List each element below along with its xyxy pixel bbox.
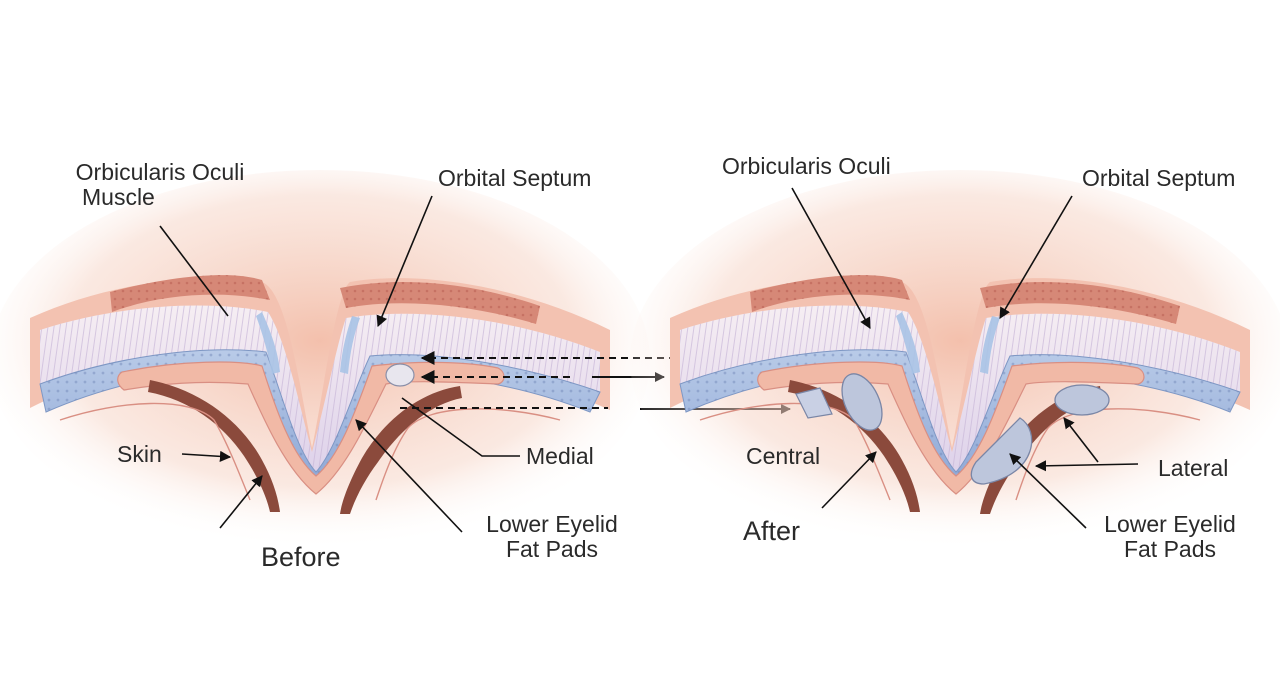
pointer-lateral-pad-after [1063,417,1099,463]
label-lateral-after: Lateral [1158,455,1229,481]
before-septum-strand-left [256,312,280,374]
pointer-lines [159,187,1139,533]
label-fatpads-before-line1: Lower Eyelid [486,511,618,537]
pointer-fatpads-after [1009,453,1087,529]
before-glow [0,170,650,550]
before-dermis-dots-right [340,282,540,324]
after-dermis-dots-right [980,282,1180,324]
before-dermis-dots [110,275,270,312]
before-panel [0,170,650,550]
before-medial-fat-pad [385,363,415,387]
after-septum-strand-left [896,312,920,374]
label-medial-before: Medial [526,443,594,469]
pointer-lateral-after [1034,460,1139,472]
pointer-orbicularis-after [791,187,871,329]
label-orbicularis-before: Orbicularis Oculi Muscle [60,160,260,210]
after-panel [630,170,1280,550]
after-fat-pad-lateral [1054,384,1110,416]
label-fatpads-before: Lower Eyelid Fat Pads [470,512,634,562]
pointer-skin-before [181,450,232,462]
label-orbicularis-before-line2: Muscle [82,184,155,210]
caption-before: Before [261,542,341,572]
after-fat-pad-central [841,373,883,431]
after-lower-contour-right [1015,408,1201,501]
pointer-fatpads-before [355,419,463,533]
pointer-central-after [821,451,877,509]
label-fatpads-after: Lower Eyelid Fat Pads [1088,512,1252,562]
after-inner-tissue [757,361,1145,495]
pointer-septum-after [999,195,1073,319]
label-central-after: Central [746,443,821,469]
after-muscle-fibers [680,305,1240,472]
before-tendon-left [148,380,280,512]
after-septum-strand-right [980,316,1000,374]
before-muscle-fibers [40,305,600,472]
after-fat-pad-small [795,387,833,419]
label-orbicularis-before-line1: Orbicularis Oculi [75,159,245,185]
caption-after: After [743,516,801,546]
pointer-medial-before [401,397,520,457]
label-fatpads-before-line2: Fat Pads [505,536,599,562]
after-dermis-dots [750,275,910,312]
label-orbicularis-after: Orbicularis Oculi [722,153,891,179]
before-lower-contour [59,402,251,501]
label-septum-after: Orbital Septum [1082,165,1236,191]
before-lower-contour-right [375,408,561,501]
after-glow [630,170,1280,550]
label-fatpads-after-line2: Fat Pads [1123,536,1217,562]
pointer-orbicularis-before [159,225,229,317]
before-inner-tissue [117,361,505,495]
after-fat-pad-lower-left [970,417,1033,485]
pointer-septum-before [376,195,433,328]
label-skin-before: Skin [117,441,162,467]
before-septum-strand-right [340,316,360,374]
pointer-skin-lower-before [219,475,263,529]
before-tendon-right [340,386,462,514]
label-fatpads-after-line1: Lower Eyelid [1104,511,1236,537]
label-septum-before: Orbital Septum [438,165,592,191]
